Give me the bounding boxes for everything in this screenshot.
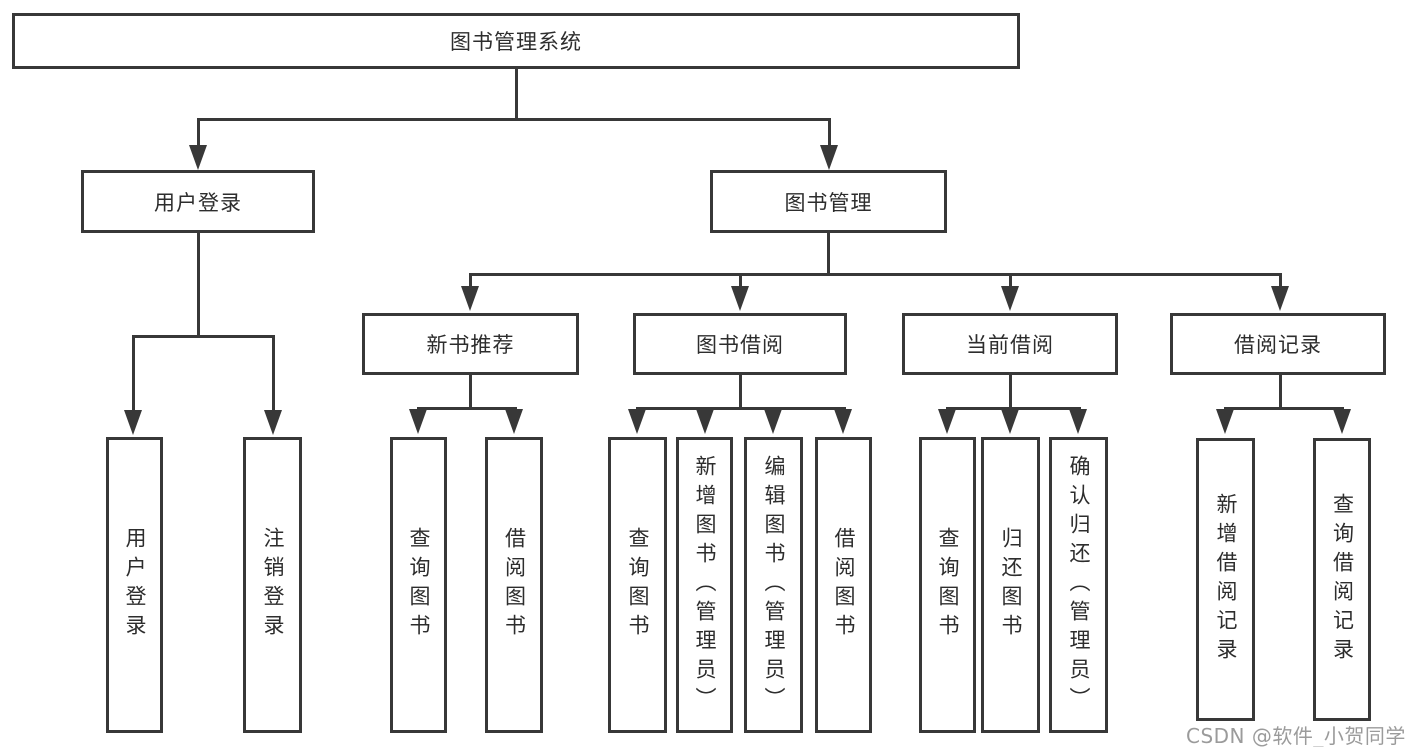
node-leaf-query-borrow-record: 查询借阅记录 [1313,438,1371,721]
arrowhead-down [1001,409,1019,434]
node-book-management: 图书管理 [710,170,947,233]
connector-vline [1279,375,1282,409]
connector-hline [1224,407,1344,410]
arrowhead-down [409,409,427,434]
arrowhead-down [1069,409,1087,434]
arrowhead-down [189,145,207,170]
node-book-borrowing: 图书借阅 [633,313,847,375]
leaf-label: 查询图书 [626,527,650,643]
connector-hline [132,335,274,338]
node-leaf-borrow-books-recommend: 借阅图书 [485,437,543,733]
connector-vline [1009,273,1012,291]
connector-vline [827,233,830,275]
connector-vline [469,375,472,409]
leaf-label: 借阅图书 [832,527,856,643]
connector-vline [739,273,742,291]
node-leaf-query-books-borrow: 查询图书 [608,437,667,733]
connector-vline [197,118,200,150]
connector-vline [739,375,742,409]
leaf-label: 归还图书 [999,527,1023,643]
leaf-label: 查询借阅记录 [1330,492,1355,667]
leaf-label: 编辑图书（管理员） [762,454,786,716]
arrowhead-down [764,409,782,434]
leaf-label: 注销登录 [261,527,285,643]
arrowhead-down [505,409,523,434]
leaf-label: 查询图书 [407,527,431,643]
connector-hline [197,118,830,121]
arrowhead-down [461,286,479,311]
connector-vline [469,273,472,291]
connector-vline [197,233,200,337]
node-borrowing-records: 借阅记录 [1170,313,1386,375]
leaf-label: 查询图书 [936,527,960,643]
arrowhead-down [1333,409,1351,434]
leaf-label: 新增图书（管理员） [693,454,717,716]
connector-vline [1279,273,1282,291]
leaf-label: 新增借阅记录 [1214,492,1238,667]
node-leaf-logout-login: 注销登录 [243,437,302,733]
arrowhead-down [938,409,956,434]
node-user-login: 用户登录 [81,170,315,233]
leaf-label: 确认归还（管理员） [1067,454,1091,716]
leaf-label: 用户登录 [123,527,147,643]
arrowhead-down [124,410,142,435]
connector-vline [272,335,275,413]
node-system-root: 图书管理系统 [12,13,1020,69]
node-leaf-add-borrow-record: 新增借阅记录 [1196,438,1255,721]
connector-vline [515,69,518,118]
node-leaf-edit-books-admin: 编辑图书（管理员） [744,437,803,733]
node-leaf-query-books-current: 查询图书 [919,437,976,733]
node-leaf-confirm-return-admin: 确认归还（管理员） [1049,437,1108,733]
connector-vline [1009,375,1012,409]
connector-vline [132,335,135,413]
watermark: CSDN @软件_小贺同学 [1186,724,1405,747]
node-leaf-borrow-books-borrow: 借阅图书 [815,437,872,733]
node-leaf-add-books-admin: 新增图书（管理员） [676,437,733,733]
arrowhead-down [1216,409,1234,434]
leaf-label: 借阅图书 [502,527,527,643]
node-new-book-recommendation: 新书推荐 [362,313,579,375]
arrowhead-down [820,145,838,170]
connector-hline [946,407,1081,410]
connector-hline [636,407,846,410]
arrowhead-down [834,409,852,434]
arrowhead-down [1001,286,1019,311]
node-leaf-user-login: 用户登录 [106,437,163,733]
node-leaf-query-books-recommend: 查询图书 [390,437,447,733]
arrowhead-down [696,409,714,434]
arrowhead-down [1271,286,1289,311]
arrowhead-down [264,410,282,435]
connector-hline [417,407,517,410]
connector-hline [469,273,1282,276]
node-leaf-return-books: 归还图书 [981,437,1040,733]
connector-vline [828,118,831,150]
node-current-borrowing: 当前借阅 [902,313,1118,375]
arrowhead-down [731,286,749,311]
arrowhead-down [628,409,646,434]
